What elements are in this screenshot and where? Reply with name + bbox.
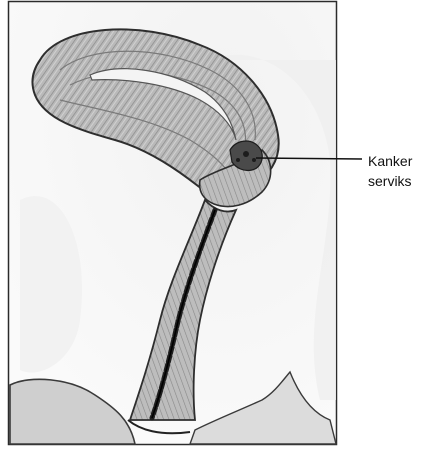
cervical-cancer-label: Kanker serviks — [368, 151, 426, 191]
label-line-1: Kanker — [368, 151, 426, 171]
callout-line — [256, 158, 362, 159]
lesion-spot — [252, 158, 256, 162]
lesion-spot — [236, 158, 240, 162]
lesion-spot — [243, 151, 249, 157]
label-line-2: serviks — [368, 171, 426, 191]
